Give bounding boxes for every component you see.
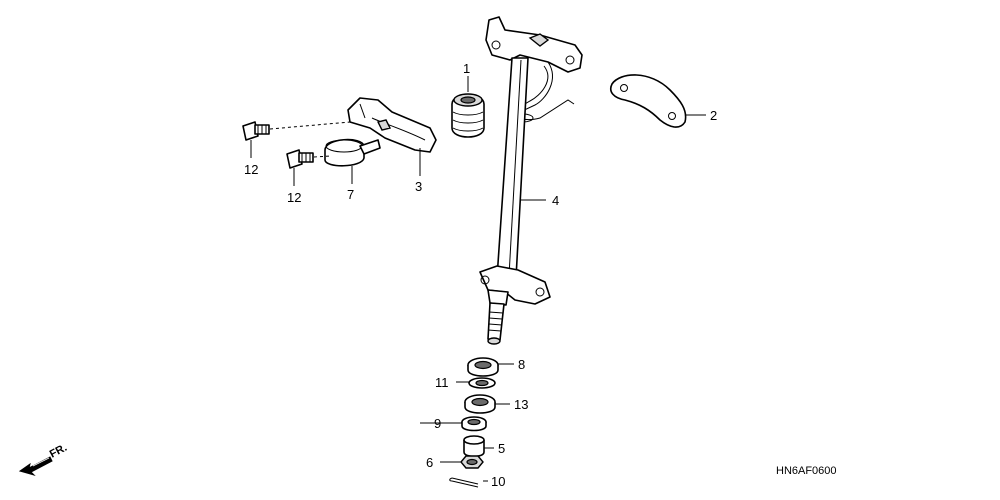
callout-13: 13	[514, 397, 528, 412]
part-clamp	[324, 138, 381, 167]
part-nut	[460, 455, 484, 469]
callout-5: 5	[498, 441, 505, 456]
part-bearing-upper	[467, 357, 499, 377]
part-cotter-pin	[449, 477, 479, 488]
diagram-code: HN6AF0600	[776, 465, 837, 477]
part-washer	[468, 377, 496, 389]
callout-7: 7	[347, 187, 354, 202]
front-direction-arrow-icon	[18, 456, 53, 477]
callout-12-upper: 12	[244, 162, 258, 177]
part-collar	[463, 435, 485, 458]
part-cable-bracket	[347, 97, 437, 153]
callout-10: 10	[491, 474, 505, 489]
callout-2: 2	[710, 108, 717, 123]
callout-11: 11	[435, 375, 449, 390]
callout-12-lower: 12	[287, 190, 301, 205]
callout-3: 3	[415, 179, 422, 194]
part-bolt-lower	[286, 149, 314, 169]
leader-lines	[250, 76, 706, 482]
part-bushing	[451, 93, 485, 138]
part-bearing-lower	[464, 394, 496, 414]
front-direction-label: FR.	[48, 442, 69, 461]
part-oil-seal	[461, 416, 487, 432]
callout-6: 6	[426, 455, 433, 470]
part-shaft-holder	[609, 74, 687, 128]
callout-9: 9	[434, 416, 441, 431]
part-steering-shaft	[479, 16, 583, 345]
callout-1: 1	[463, 61, 470, 76]
part-bolt-upper	[242, 121, 270, 141]
callout-8: 8	[518, 357, 525, 372]
callout-4: 4	[552, 193, 559, 208]
